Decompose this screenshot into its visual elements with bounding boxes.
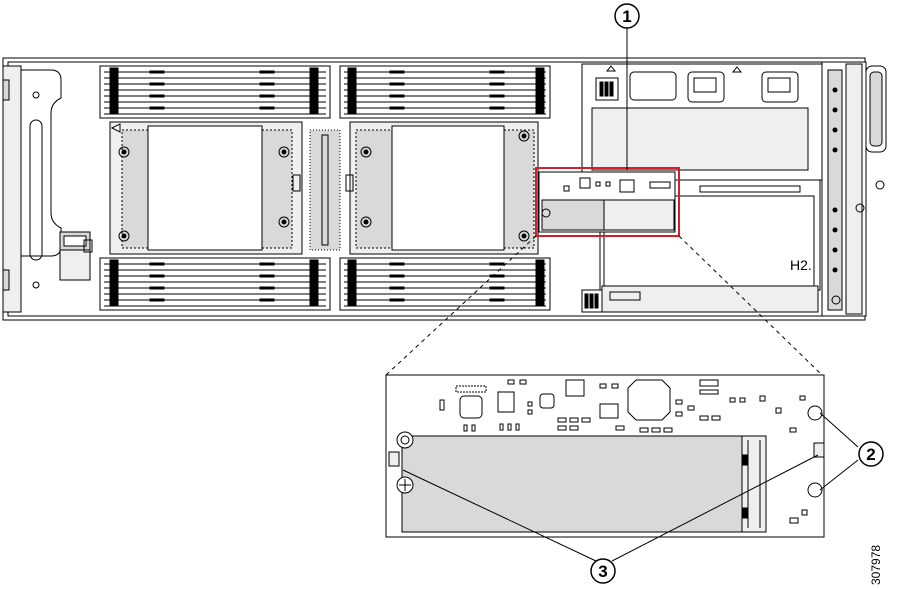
- server-chassis: H2.: [2, 57, 887, 321]
- retention-clip-right: [813, 442, 825, 458]
- dimm-bank-bottom-right: [339, 257, 551, 311]
- mounting-hole-bottom: [807, 482, 823, 498]
- cpu-heatsink-1: [109, 121, 303, 255]
- callout-3-label: 3: [598, 562, 607, 581]
- left-connector: [59, 231, 93, 281]
- cpu-heatsink-2: [345, 121, 539, 255]
- drive-bay: [581, 63, 823, 181]
- zoom-lines: [385, 235, 823, 376]
- callout-3: 3: [590, 558, 616, 584]
- left-bracket: [2, 65, 62, 313]
- callout-2: 2: [858, 441, 884, 467]
- dimm-bank-top-right: [339, 65, 551, 119]
- m2-ssd-card: [401, 435, 743, 533]
- cpu-center-strip: [309, 129, 341, 251]
- m2-module-small: [538, 171, 676, 233]
- callout-1: 1: [614, 3, 640, 29]
- mounting-hole-top: [807, 405, 823, 421]
- m2-highlight-box: [535, 167, 680, 237]
- controller-chip: [627, 379, 671, 421]
- retention-clip-left: [388, 451, 400, 467]
- dimm-bank-top-left: [99, 65, 331, 119]
- callout-leaders: [402, 28, 859, 562]
- board-label: H2.: [790, 257, 812, 273]
- figure-id: 307978: [869, 545, 883, 585]
- callout-1-label: 1: [622, 7, 631, 26]
- dimm-bank-bottom-left: [99, 257, 331, 311]
- right-panel: [821, 61, 887, 317]
- callout-2-label: 2: [866, 445, 875, 464]
- m2-module-enlarged: [385, 374, 825, 538]
